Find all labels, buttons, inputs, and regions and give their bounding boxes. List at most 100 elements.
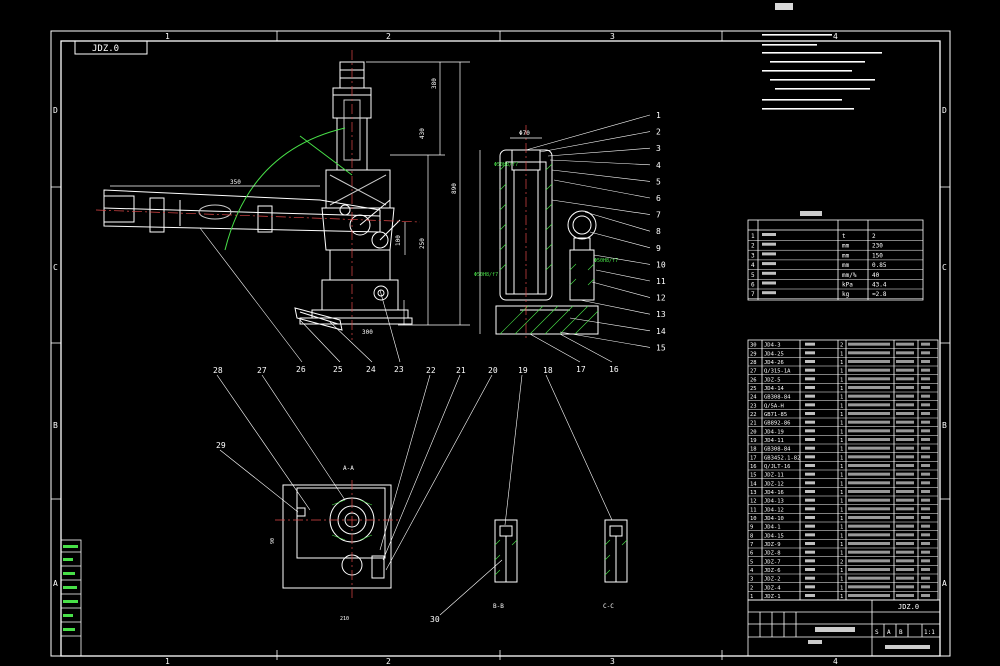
tech-row-label bbox=[762, 233, 776, 236]
part-code: Q/JLT-16 bbox=[764, 464, 791, 470]
right-leader-line bbox=[539, 131, 651, 153]
part-index: 4 bbox=[750, 568, 754, 574]
part-code: GB308-84 bbox=[764, 447, 791, 453]
part-name bbox=[805, 542, 815, 545]
part-qty: 1 bbox=[840, 395, 843, 401]
part-material bbox=[848, 524, 890, 528]
balloon-20: 20 bbox=[488, 366, 498, 375]
part-standard bbox=[896, 403, 914, 407]
detail-hatch bbox=[494, 539, 628, 576]
part-name bbox=[805, 377, 815, 381]
part-code: JDZ-11 bbox=[764, 473, 784, 479]
part-material bbox=[848, 438, 890, 441]
part-standard bbox=[896, 576, 914, 580]
section-label-cc: C-C bbox=[603, 603, 614, 610]
part-standard bbox=[896, 360, 914, 363]
balloon-28: 28 bbox=[213, 366, 223, 375]
zone-row-d: D bbox=[53, 106, 58, 115]
dim-base-width: 300 bbox=[362, 329, 373, 336]
part-index: 21 bbox=[750, 421, 757, 427]
part-index: 18 bbox=[750, 447, 757, 453]
handle-swing-arc-2 bbox=[299, 135, 353, 176]
part-remark bbox=[921, 342, 930, 346]
right-leader-line bbox=[551, 199, 651, 215]
balloon-29: 29 bbox=[216, 441, 226, 450]
part-qty: 1 bbox=[840, 551, 843, 557]
zone-col-4-bottom: 4 bbox=[833, 657, 838, 666]
balloon-16: 16 bbox=[609, 365, 619, 374]
part-standard bbox=[896, 446, 914, 450]
zone-col-2: 2 bbox=[386, 32, 391, 41]
part-remark bbox=[921, 403, 930, 407]
part-remark bbox=[921, 507, 930, 511]
part-code: JDZ-6 bbox=[764, 568, 781, 574]
part-name bbox=[805, 507, 815, 511]
part-material bbox=[848, 542, 890, 545]
part-remark bbox=[921, 429, 930, 433]
zone-row-b: B bbox=[53, 421, 58, 430]
part-standard bbox=[896, 351, 914, 355]
drawing-code-rotated: JDZ.0 bbox=[92, 44, 119, 54]
part-standard bbox=[896, 386, 914, 389]
tech-row-index: 4 bbox=[751, 262, 755, 269]
part-index: 6 bbox=[750, 551, 753, 557]
title-block-code: JDZ.0 bbox=[898, 603, 919, 611]
part-index: 17 bbox=[750, 455, 757, 461]
part-remark bbox=[921, 576, 930, 580]
part-standard bbox=[896, 412, 914, 415]
part-material bbox=[848, 394, 890, 398]
outer-border bbox=[50, 30, 951, 657]
tech-row-value: 2 bbox=[872, 233, 876, 240]
scale-cell-ratio: 1:1 bbox=[924, 629, 935, 636]
part-index: 9 bbox=[750, 525, 753, 531]
part-code: JD4-26 bbox=[764, 360, 784, 366]
plan-dim-w: 210 bbox=[340, 616, 349, 622]
balloon-right: 7 bbox=[656, 211, 661, 220]
part-material bbox=[848, 550, 890, 554]
part-name bbox=[805, 559, 815, 563]
part-qty: 1 bbox=[840, 360, 843, 366]
balloon-21: 21 bbox=[456, 366, 466, 375]
part-name bbox=[805, 351, 815, 355]
part-material bbox=[848, 403, 890, 407]
part-qty: 1 bbox=[840, 473, 843, 479]
part-material bbox=[848, 368, 890, 372]
right-leader-line bbox=[547, 147, 651, 157]
tech-row-unit: mm bbox=[842, 243, 850, 250]
part-name bbox=[805, 594, 815, 597]
part-standard bbox=[896, 481, 914, 485]
part-qty: 1 bbox=[840, 403, 843, 409]
balloon-right: 11 bbox=[656, 277, 666, 286]
part-index: 29 bbox=[750, 351, 757, 357]
part-material bbox=[848, 386, 890, 389]
part-standard bbox=[896, 438, 914, 441]
scale-cell-a: A bbox=[887, 629, 891, 636]
plan-dim-h: 90 bbox=[270, 538, 276, 544]
part-remark bbox=[921, 438, 930, 441]
front-dimension-lines bbox=[110, 61, 470, 326]
part-qty: 1 bbox=[840, 464, 843, 470]
right-leader-line bbox=[551, 169, 651, 182]
part-index: 11 bbox=[750, 507, 757, 513]
part-index: 30 bbox=[750, 343, 757, 349]
part-remark bbox=[921, 446, 930, 450]
part-remark bbox=[921, 351, 930, 355]
balloon-18: 18 bbox=[543, 366, 553, 375]
part-remark bbox=[921, 516, 930, 519]
part-qty: 1 bbox=[840, 499, 843, 505]
right-leader-lines bbox=[525, 114, 651, 348]
part-qty: 2 bbox=[840, 343, 843, 349]
right-leader-line bbox=[595, 269, 651, 282]
tech-row-index: 7 bbox=[751, 291, 755, 298]
part-qty: 1 bbox=[840, 429, 843, 435]
zone-col-1-bottom: 1 bbox=[165, 657, 170, 666]
part-qty: 1 bbox=[840, 447, 843, 453]
part-standard bbox=[896, 498, 914, 502]
part-index: 16 bbox=[750, 464, 757, 470]
title-company-mark bbox=[885, 645, 930, 649]
part-remark bbox=[921, 533, 930, 537]
part-standard bbox=[896, 585, 914, 589]
scale-cell-b: B bbox=[899, 629, 903, 636]
tech-row-index: 2 bbox=[751, 243, 755, 250]
balloon-right: 4 bbox=[656, 161, 661, 170]
